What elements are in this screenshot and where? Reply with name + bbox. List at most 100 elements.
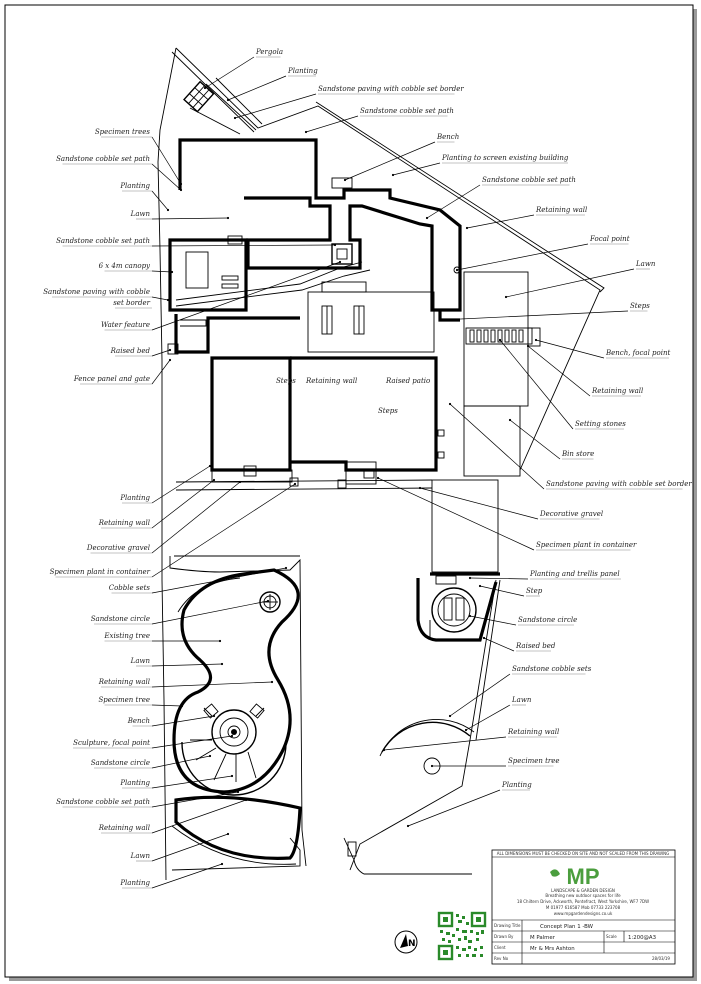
leader-line — [407, 789, 501, 827]
leader-dot — [166, 208, 170, 212]
leader-dot — [406, 824, 410, 828]
leader-line — [151, 349, 171, 357]
leader-line — [151, 663, 223, 667]
leader-dot — [208, 464, 212, 468]
leader-line — [151, 681, 273, 688]
label-lawn-r: Lawn — [635, 260, 656, 268]
lower-terrace — [175, 356, 445, 491]
label-sandstone-circle-1: Sandstone circle — [91, 615, 150, 623]
leader-line — [151, 270, 173, 273]
label-retaining-wall-c: Retaining wall — [305, 377, 357, 385]
label-sandstone-cobble-sets-r: Sandstone cobble sets — [512, 665, 592, 673]
label-planting-screen: Planting to screen existing building — [441, 154, 569, 162]
leader-line — [151, 567, 287, 594]
label-planting-trellis: Planting and trellis panel — [529, 570, 620, 578]
rev-label: Rev No — [494, 956, 509, 961]
leader-dot — [534, 338, 538, 342]
right-lower-garden — [349, 479, 501, 871]
company-website: www.mpgardendesigns.co.uk — [554, 911, 613, 916]
leader-line — [469, 577, 529, 580]
leader-line — [151, 799, 247, 834]
label-pergola: Pergola — [255, 48, 283, 56]
leader-dot — [468, 614, 472, 618]
label-sandstone-paving-cobble-top: Sandstone paving with cobble set border — [318, 85, 464, 93]
label-specimen-tree-r: Specimen tree — [508, 757, 560, 765]
leader-line — [439, 310, 629, 321]
label-sandstone-paving-cobble-r: Sandstone paving with cobble set border — [546, 480, 692, 488]
drawing-title-value: Concept Plan 1 -BW — [540, 924, 594, 930]
label-retaining-wall-r3: Retaining wall — [507, 728, 559, 736]
label-lawn-3: Lawn — [130, 852, 151, 860]
scale-value: 1:200@A3 — [628, 935, 656, 941]
label-specimen-plant-container-1: Specimen plant in container — [50, 568, 151, 576]
leader-dot — [266, 599, 270, 603]
leader-line — [151, 600, 269, 625]
label-raised-bed-r: Raised bed — [515, 642, 556, 650]
company-name: LANDSCAPE & GARDEN DESIGN — [551, 888, 615, 893]
leader-line — [466, 214, 535, 229]
company-address: 18 Chiltern Drive, Ackworth, Pontefract,… — [517, 899, 649, 904]
label-sandstone-paving-cobble-1: Sandstone paving with cobble — [43, 288, 150, 296]
leader-line — [449, 673, 511, 717]
leader-dot — [236, 790, 240, 794]
label-specimen-tree-1: Specimen tree — [98, 696, 150, 704]
label-leaders — [151, 56, 635, 889]
leader-line — [151, 163, 182, 191]
upper-terrace — [168, 138, 462, 312]
leader-dot — [180, 704, 184, 708]
label-sandstone-cobble-set-path-3: Sandstone cobble set path — [56, 798, 150, 806]
leader-dot — [448, 714, 452, 718]
qr-code-icon — [437, 911, 487, 961]
label-sandstone-cobble-set-path-2: Sandstone cobble set path — [56, 237, 150, 245]
leader-line — [426, 184, 481, 219]
leader-line — [344, 141, 436, 181]
leader-dot — [168, 358, 172, 362]
label-steps-c2: Steps — [378, 407, 398, 415]
leader-dot — [170, 270, 174, 274]
leader-line — [151, 791, 239, 808]
label-decorative-gravel-1: Decorative gravel — [86, 544, 150, 552]
label-bench-focal: Bench, focal point — [605, 349, 670, 357]
label-retaining-wall-2: Retaining wall — [98, 678, 150, 686]
leader-dot — [333, 243, 337, 247]
label-lawn-1: Lawn — [130, 210, 151, 218]
pergola — [183, 80, 215, 113]
leader-line — [151, 190, 169, 211]
label-retaining-wall-r1: Retaining wall — [535, 206, 587, 214]
label-specimen-trees: Specimen trees — [95, 128, 151, 136]
leader-line — [151, 863, 223, 889]
leader-dot — [418, 486, 422, 490]
leader-line — [151, 704, 183, 707]
leader-dot — [179, 188, 183, 192]
label-lawn-2: Lawn — [130, 657, 151, 665]
leader-dot — [465, 226, 469, 230]
leader-line — [377, 477, 535, 551]
leader-dot — [382, 748, 386, 752]
leader-line — [151, 483, 296, 578]
leader-dot — [338, 260, 342, 264]
leader-line — [151, 479, 215, 529]
label-cobble-sets: Cobble sets — [109, 584, 151, 592]
label-bench-1: Bench — [127, 717, 150, 725]
leader-line — [483, 637, 515, 652]
leader-dot — [482, 636, 486, 640]
drawing-title-label: Drawing Title — [494, 923, 521, 928]
leader-line — [204, 56, 255, 89]
leader-dot — [448, 402, 452, 406]
leader-line — [151, 465, 211, 504]
label-setting-stones: Setting stones — [575, 420, 626, 428]
leader-dot — [376, 476, 380, 480]
leader-line — [151, 755, 211, 769]
label-lawn-r2: Lawn — [511, 696, 532, 704]
leader-line — [479, 585, 525, 597]
leader-dot — [226, 98, 230, 102]
label-existing-tree: Existing tree — [103, 632, 150, 640]
label-step-r: Step — [526, 587, 543, 595]
leader-dot — [220, 862, 224, 866]
leader-line — [151, 715, 215, 727]
client-label: Client — [494, 945, 506, 950]
leader-line — [499, 339, 574, 430]
leader-dot — [226, 216, 230, 220]
leader-line — [456, 243, 589, 271]
label-planting-4: Planting — [119, 879, 150, 887]
